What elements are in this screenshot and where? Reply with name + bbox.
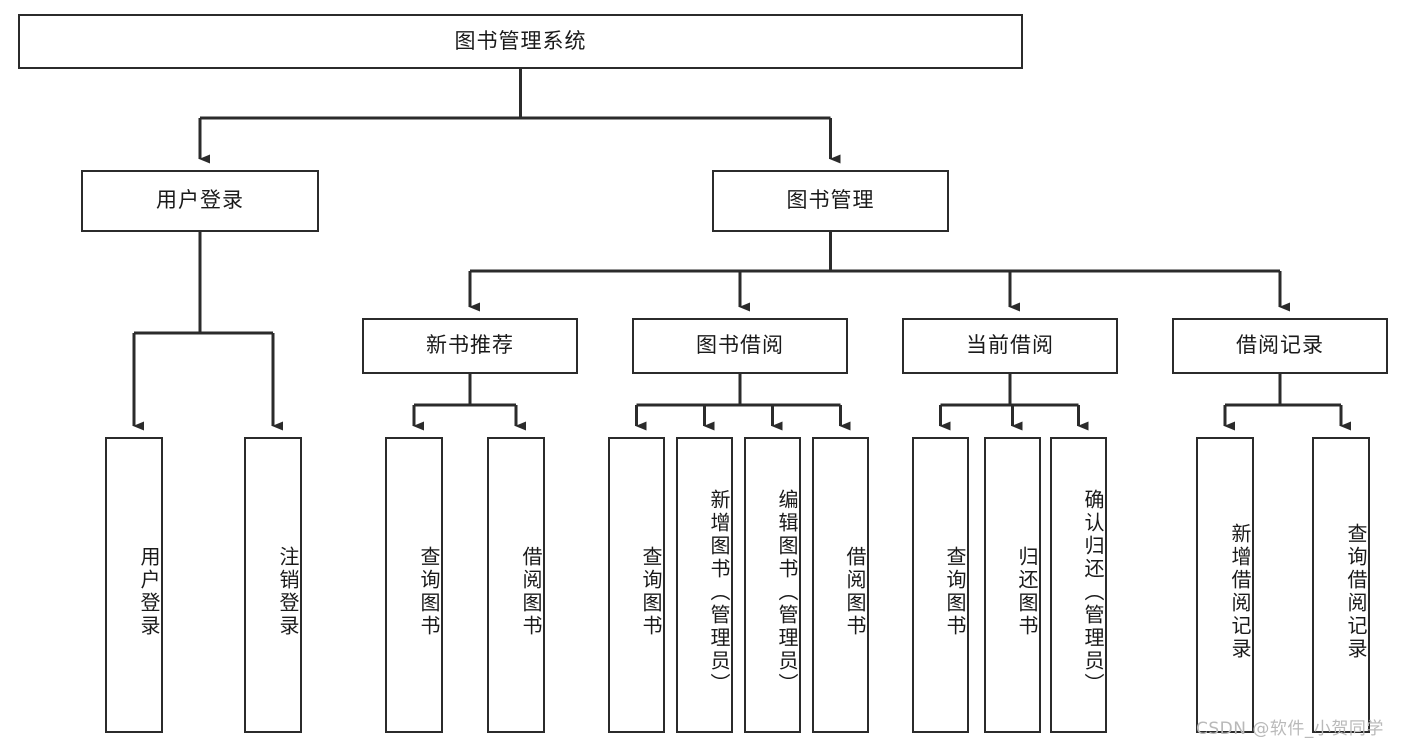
node-book-borrow[interactable]: 图书借阅: [632, 318, 848, 374]
node-label: 编辑图书（管理员）: [775, 488, 799, 696]
node-label: 借阅记录: [1236, 333, 1324, 358]
node-label: 用户登录: [156, 188, 244, 213]
node-label: 新增借阅记录: [1228, 523, 1252, 661]
node-leaf-borrow-edit-admin[interactable]: 编辑图书（管理员）: [744, 437, 801, 733]
node-label: 归还图书: [1015, 546, 1039, 638]
node-label: 用户登录: [137, 546, 161, 638]
node-label: 图书管理系统: [454, 28, 587, 53]
node-user-login-module[interactable]: 用户登录: [81, 170, 319, 232]
node-label: 借阅图书: [519, 546, 543, 638]
node-leaf-borrow-lend[interactable]: 借阅图书: [812, 437, 869, 733]
node-label: 图书借阅: [696, 333, 784, 358]
node-label: 新书推荐: [426, 333, 514, 358]
node-current-borrow[interactable]: 当前借阅: [902, 318, 1118, 374]
csdn-watermark: CSDN @软件_小贺同学: [1196, 719, 1384, 739]
node-new-book-recommend[interactable]: 新书推荐: [362, 318, 578, 374]
node-leaf-current-confirm-admin[interactable]: 确认归还（管理员）: [1050, 437, 1107, 733]
node-label: 查询图书: [417, 546, 441, 638]
node-root-system[interactable]: 图书管理系统: [18, 14, 1023, 69]
node-label: 注销登录: [276, 546, 300, 638]
node-leaf-record-query[interactable]: 查询借阅记录: [1312, 437, 1370, 733]
node-label: 新增图书（管理员）: [707, 488, 731, 696]
node-label: 确认归还（管理员）: [1081, 488, 1105, 696]
node-leaf-user-logout[interactable]: 注销登录: [244, 437, 302, 733]
node-leaf-current-query[interactable]: 查询图书: [912, 437, 969, 733]
node-leaf-newbook-borrow[interactable]: 借阅图书: [487, 437, 545, 733]
node-leaf-record-add[interactable]: 新增借阅记录: [1196, 437, 1254, 733]
node-label: 当前借阅: [966, 333, 1054, 358]
node-leaf-borrow-add-admin[interactable]: 新增图书（管理员）: [676, 437, 733, 733]
node-label: 查询图书: [943, 546, 967, 638]
node-label: 图书管理: [786, 188, 875, 213]
node-leaf-user-login[interactable]: 用户登录: [105, 437, 163, 733]
node-label: 查询图书: [639, 546, 663, 638]
node-leaf-current-return[interactable]: 归还图书: [984, 437, 1041, 733]
node-label: 查询借阅记录: [1344, 523, 1368, 661]
node-leaf-newbook-query[interactable]: 查询图书: [385, 437, 443, 733]
node-label: 借阅图书: [843, 546, 867, 638]
node-book-management-module[interactable]: 图书管理: [712, 170, 949, 232]
node-borrow-record[interactable]: 借阅记录: [1172, 318, 1388, 374]
node-leaf-borrow-query[interactable]: 查询图书: [608, 437, 665, 733]
